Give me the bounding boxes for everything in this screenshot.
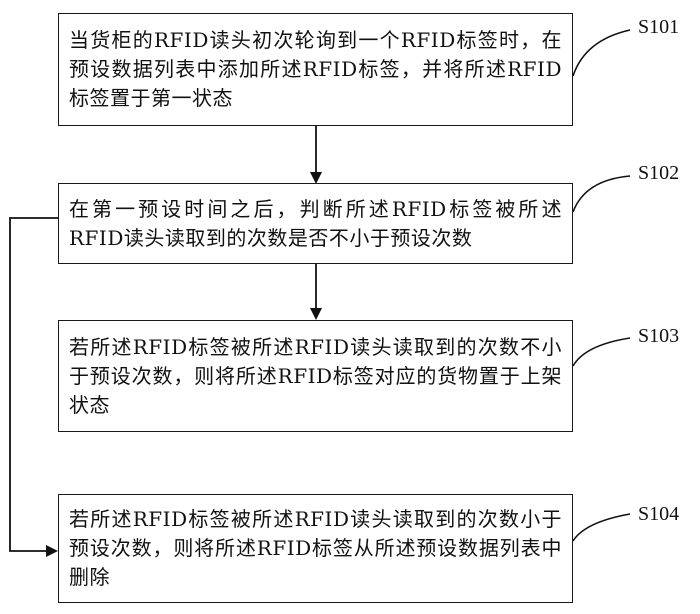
callout-s101 [572,29,631,77]
step-text-s103: 若所述RFID标签被所述RFID读头读取到的次数不小于预设次数，则将所述RFID… [69,334,562,417]
step-box-s104: 若所述RFID标签被所述RFID读头读取到的次数小于预设次数，则将所述RFID标… [58,494,573,603]
arrow-s102-s104 [9,217,58,557]
step-label-s104: S104 [638,503,680,525]
step-label-s101: S101 [638,16,680,38]
step-box-s102: 在第一预设时间之后，判断所述RFID标签被所述RFID读头读取到的次数是否不小于… [58,183,573,264]
step-label-s103: S103 [638,325,680,347]
step-box-s101: 当货柜的RFID读头初次轮询到一个RFID标签时，在预设数据列表中添加所述RFI… [58,13,573,126]
callout-s104 [572,513,631,542]
step-text-s104: 若所述RFID标签被所述RFID读头读取到的次数小于预设次数，则将所述RFID标… [69,507,562,589]
callout-s103 [572,337,631,367]
step-text-s102: 在第一预设时间之后，判断所述RFID标签被所述RFID读头读取到的次数是否不小于… [69,196,562,250]
step-label-s102: S102 [638,162,680,184]
callout-s102 [572,175,631,213]
step-text-s101: 当货柜的RFID读头初次轮询到一个RFID标签时，在预设数据列表中添加所述RFI… [69,28,562,110]
step-box-s103: 若所述RFID标签被所述RFID读头读取到的次数不小于预设次数，则将所述RFID… [58,320,573,432]
